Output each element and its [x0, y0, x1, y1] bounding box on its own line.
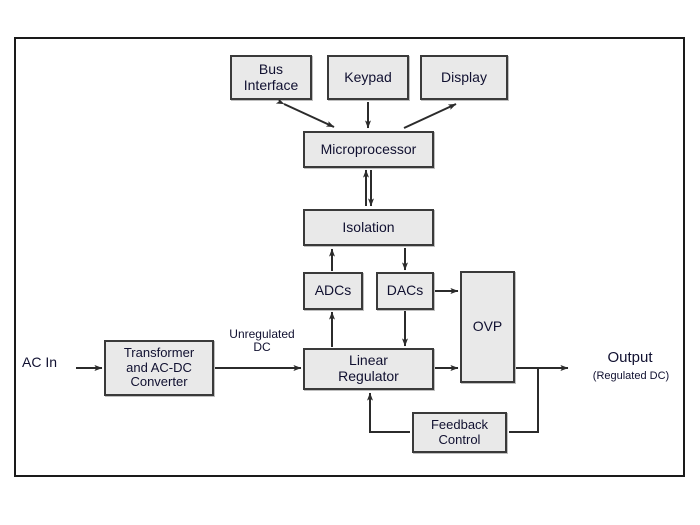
block-label-display: Display [441, 68, 487, 85]
block-label-microprocessor: Microprocessor [320, 140, 417, 157]
diagram-frame [14, 37, 685, 477]
label-ac-in: AC In [22, 354, 58, 370]
label-output-regulated-dc: (Regulated DC) [592, 370, 670, 382]
block-label-isolation: Isolation [342, 218, 395, 235]
block-linear-regulator[interactable]: Linear Regulator [303, 348, 434, 390]
block-feedback-control[interactable]: Feedback Control [412, 412, 507, 453]
block-microprocessor[interactable]: Microprocessor [303, 131, 434, 168]
block-display[interactable]: Display [420, 55, 508, 100]
block-label-feedback-control: Feedback Control [430, 416, 489, 447]
block-bus-interface[interactable]: Bus Interface [230, 55, 312, 100]
label-unregulated-dc: Unregulated DC [229, 327, 295, 355]
block-isolation[interactable]: Isolation [303, 209, 434, 246]
block-dacs[interactable]: DACs [376, 272, 434, 310]
block-label-ovp: OVP [472, 318, 503, 335]
block-label-linear-regulator: Linear Regulator [338, 352, 399, 384]
block-label-adcs: ADCs [314, 282, 352, 299]
label-output: Output [607, 349, 653, 366]
block-label-transformer: Transformer and AC-DC Converter [123, 345, 195, 390]
block-adcs[interactable]: ADCs [303, 272, 363, 310]
block-label-bus-interface: Bus Interface [243, 60, 299, 93]
block-label-dacs: DACs [386, 282, 424, 299]
block-label-keypad: Keypad [344, 68, 392, 85]
block-transformer-ac-dc-converter[interactable]: Transformer and AC-DC Converter [104, 340, 214, 396]
block-ovp[interactable]: OVP [460, 271, 515, 383]
block-keypad[interactable]: Keypad [327, 55, 409, 100]
